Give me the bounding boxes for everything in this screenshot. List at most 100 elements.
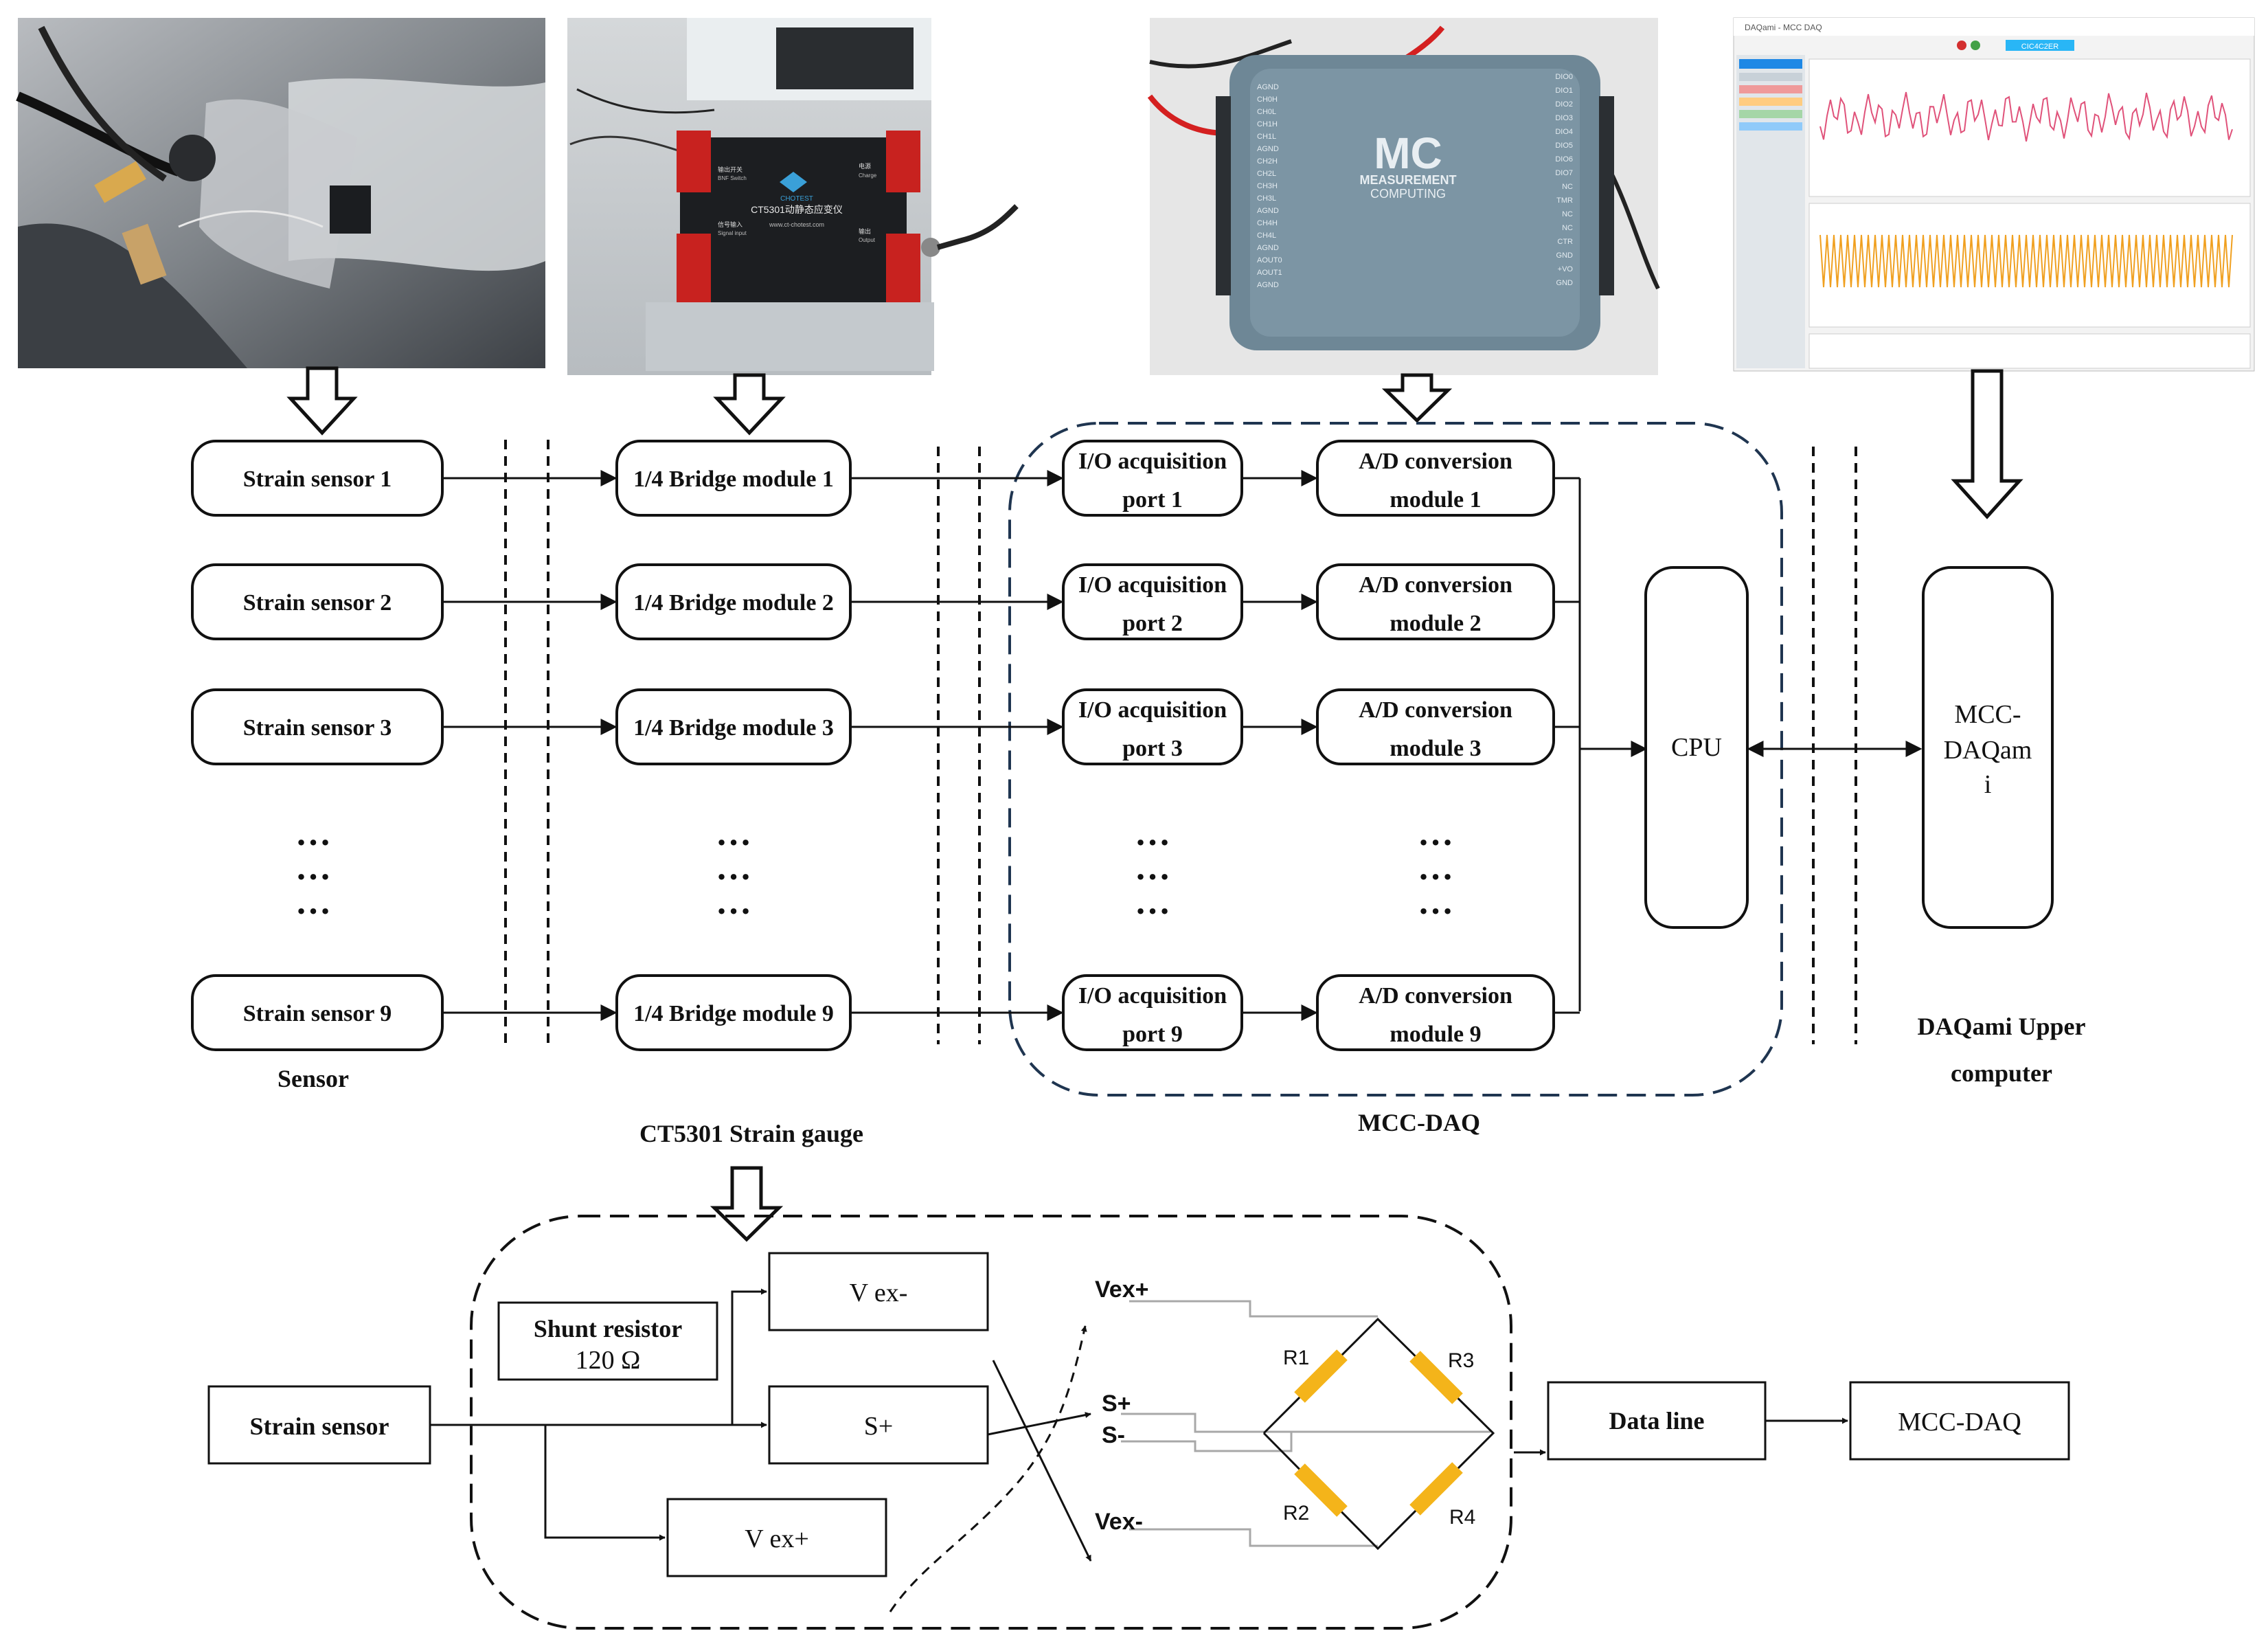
- bridge-module-box-1: [615, 440, 852, 517]
- mcc-daq-device-photo: MC MEASUREMENT COMPUTING AGNDCH0HCH0LCH1…: [1147, 18, 1660, 375]
- strain-sensor-box-3: [191, 688, 444, 765]
- wheatstone-bridge: R1 R3 R2 R4 Vex+ S+ S- Vex-: [1095, 1277, 1495, 1551]
- ad-module-label-b-1: module 1: [1390, 487, 1481, 513]
- strain-sensor-photo: [16, 18, 545, 368]
- daq-brand2: COMPUTING: [1370, 187, 1446, 201]
- gauge-label-lm: BNF Switch: [718, 175, 747, 181]
- s-plus-label: S+: [864, 1412, 894, 1441]
- label-r1: R1: [1283, 1347, 1309, 1369]
- daq-pin-left-1: CH0H: [1257, 95, 1278, 104]
- daq-pin-right-6: DIO6: [1555, 155, 1573, 164]
- daq-pin-right-3: DIO3: [1555, 114, 1573, 122]
- bridge-module-label-2: 1/4 Bridge module 2: [633, 590, 834, 616]
- strain-sensor-label: Strain sensor: [249, 1413, 389, 1440]
- bridge-module-box-4: [615, 974, 852, 1051]
- io-port-label-a-2: I/O acquisition: [1078, 572, 1227, 598]
- label-r4: R4: [1449, 1506, 1475, 1529]
- circuit-wires: [430, 1288, 1092, 1612]
- data-line-label: Data line: [1609, 1407, 1705, 1435]
- io-port-label-a-3: I/O acquisition: [1078, 697, 1227, 723]
- arrow-daq-photo: [1381, 373, 1453, 423]
- daq-pin-right-0: DIO0: [1555, 73, 1573, 81]
- io-port-label-b-3: port 3: [1122, 736, 1183, 761]
- bridge-leads: [1121, 1300, 1490, 1547]
- io-port-label-b-2: port 2: [1122, 611, 1183, 636]
- daq-pin-right-10: NC: [1562, 210, 1573, 218]
- shunt-label-2: 120 Ω: [576, 1346, 641, 1375]
- gauge-url: www.ct-chotest.com: [769, 221, 824, 228]
- ellipsis-1-0: …: [716, 814, 751, 853]
- mcc-daq-group: [1008, 422, 1783, 1096]
- gauge-brand: CHOTEST: [780, 195, 813, 203]
- gauge-model: CT5301动静态应变仪: [751, 204, 843, 215]
- ad-module-label-a-2: A/D conversion: [1359, 572, 1512, 598]
- daq-pin-labels-right: DIO0DIO1DIO2DIO3DIO4DIO5DIO6DIO7NCTMRNCN…: [1555, 73, 1573, 287]
- ellipsis-0-0: …: [295, 814, 331, 853]
- bridge-module-label-3: 1/4 Bridge module 3: [633, 715, 834, 741]
- data-line-box: [1547, 1381, 1767, 1461]
- io-port-box-4: [1062, 974, 1243, 1051]
- arrow-sensor-photo: [286, 366, 358, 436]
- shunt-label-1: Shunt resistor: [534, 1315, 682, 1342]
- caption-sensor: Sensor: [277, 1065, 349, 1092]
- label-r2: R2: [1283, 1502, 1309, 1525]
- mcc-daq-label: MCC-DAQ: [1898, 1408, 2021, 1437]
- daq-pin-right-13: GND: [1556, 251, 1574, 260]
- strain-sensor-label-2: Strain sensor 2: [243, 590, 392, 616]
- ct5301-strain-gauge-photo: CT5301动静态应变仪 www.ct-chotest.com CHOTEST …: [567, 18, 1019, 375]
- resistor-r2: [1294, 1463, 1348, 1517]
- daq-pin-right-8: NC: [1562, 183, 1573, 191]
- strain-sensor-label-3: Strain sensor 3: [243, 715, 392, 741]
- ellipsis-2-0: …: [1135, 814, 1170, 853]
- signal-rows: Strain sensor 1 1/4 Bridge module 1 I/O ac…: [191, 440, 1555, 1051]
- gauge-label-rs: Output: [859, 237, 876, 243]
- daq-pin-right-5: DIO5: [1555, 142, 1573, 150]
- ad-module-label-a-4: A/D conversion: [1359, 983, 1512, 1009]
- daq-pin-left-5: AGND: [1257, 145, 1279, 153]
- ad-module-box-4: [1316, 974, 1555, 1051]
- ct5301-group: [470, 1215, 1512, 1630]
- pin-vex-minus: Vex-: [1095, 1509, 1143, 1535]
- daq-logo: MC: [1374, 128, 1442, 178]
- ellipsis-2-2: …: [1135, 883, 1170, 922]
- mcc-daq-box: [1849, 1381, 2070, 1461]
- ellipsis-1-1: …: [716, 848, 751, 888]
- photo-arrows: [286, 366, 2023, 519]
- daq-pin-left-8: CH3H: [1257, 182, 1278, 190]
- gauge-label-rt: 电源: [859, 162, 871, 170]
- io-port-box-1: [1062, 440, 1243, 517]
- s-plus-box: [768, 1385, 989, 1465]
- daq-pin-left-6: CH2H: [1257, 157, 1278, 166]
- bridge-resistors: [1294, 1349, 1463, 1517]
- strain-sensor-label-1: Strain sensor 1: [243, 466, 392, 492]
- ellipsis-0-1: …: [295, 848, 331, 888]
- daq-pin-left-0: AGND: [1257, 83, 1279, 91]
- gauge-label-rm: Charge: [859, 172, 877, 179]
- daq-pin-left-10: AGND: [1257, 207, 1279, 215]
- shunt-resistor-box: [497, 1301, 718, 1381]
- cpu-label: CPU: [1671, 733, 1722, 762]
- daq-pin-left-4: CH1L: [1257, 133, 1276, 141]
- gauge-label-lb: 信号输入: [718, 221, 742, 228]
- ellipsis-1-2: …: [716, 883, 751, 922]
- strain-sensor-label-4: Strain sensor 9: [243, 1001, 392, 1026]
- software-run-label: CIC4C2ER: [2021, 43, 2059, 51]
- upper-box-line2: DAQam: [1944, 736, 2032, 765]
- vex-plus-label: V ex+: [745, 1525, 809, 1553]
- arrow-gauge-photo: [713, 373, 786, 436]
- bridge-module-label-1: 1/4 Bridge module 1: [633, 466, 834, 492]
- caption-daq: MCC-DAQ: [1358, 1109, 1480, 1136]
- caption-upper-2: computer: [1951, 1059, 2052, 1087]
- arrow-circuit: [710, 1166, 784, 1242]
- ellipsis-3-1: …: [1418, 848, 1453, 888]
- vex-plus-box: [666, 1498, 887, 1577]
- ad-module-box-1: [1316, 440, 1555, 517]
- ellipsis-markers: ………………………………: [295, 814, 1453, 922]
- daq-pin-right-14: +VO: [1558, 265, 1574, 273]
- daq-pin-left-11: CH4H: [1257, 219, 1278, 227]
- resistor-r4: [1409, 1462, 1463, 1516]
- daq-pin-right-11: NC: [1562, 224, 1573, 232]
- cpu-bus: [1578, 478, 1648, 1011]
- ad-module-label-a-3: A/D conversion: [1359, 697, 1512, 723]
